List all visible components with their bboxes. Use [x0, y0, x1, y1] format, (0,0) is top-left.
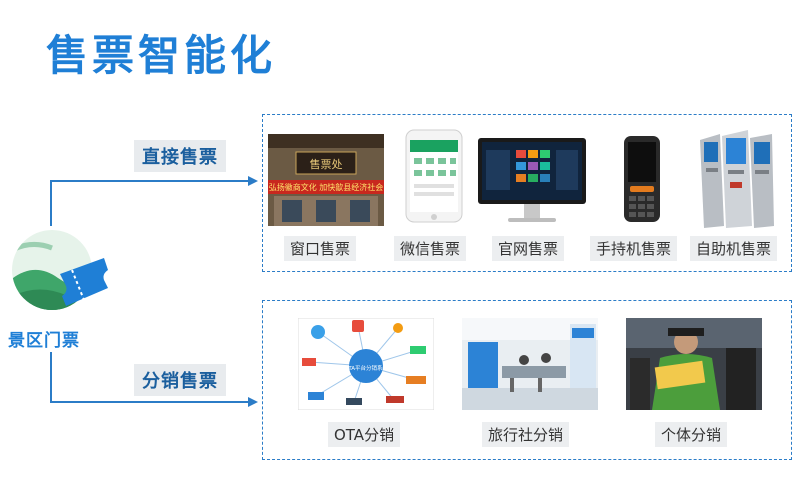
- label-travel-agency-distribution: 旅行社分销: [482, 422, 570, 447]
- wechat-phone-image: [405, 129, 463, 223]
- label-wechat-sales: 微信售票: [394, 236, 467, 261]
- channel-label-distribution: 分销售票: [134, 364, 226, 396]
- connector-horizontal-top: [50, 180, 248, 182]
- label-individual-distribution: 个体分销: [655, 422, 728, 447]
- distribution-group: [262, 300, 792, 460]
- label-window-sales: 窗口售票: [284, 236, 357, 261]
- label-handheld-sales: 手持机售票: [590, 236, 678, 261]
- svg-text:售票处: 售票处: [310, 157, 343, 171]
- svg-text:弘扬徽商文化 加快歙县经济社会: 弘扬徽商文化 加快歙县经济社会: [269, 182, 384, 192]
- travel-agency-image: [462, 318, 598, 410]
- handheld-terminal-image: [624, 136, 660, 222]
- label-kiosk-sales: 自助机售票: [690, 236, 778, 261]
- connector-vertical-bottom: [50, 352, 52, 402]
- center-label: 景区门票: [8, 331, 80, 351]
- website-monitor-image: [478, 138, 586, 222]
- scenic-ticket-icon: [12, 230, 108, 310]
- connector-horizontal-bottom: [50, 401, 248, 403]
- individual-seller-image: [626, 318, 762, 410]
- svg-text:OTA平台分销系统: OTA平台分销系统: [344, 364, 389, 372]
- ota-platform-image: OTA平台分销系统: [298, 318, 434, 410]
- label-ota-distribution: OTA分销: [328, 422, 401, 447]
- label-website-sales: 官网售票: [492, 236, 565, 261]
- arrow-top: [248, 176, 258, 186]
- page-title: 售票智能化: [46, 31, 277, 80]
- connector-vertical-top: [50, 180, 52, 226]
- channel-label-direct: 直接售票: [134, 140, 226, 172]
- self-service-kiosk-image: [700, 130, 774, 228]
- ticket-window-image: 售票处 弘扬徽商文化 加快歙县经济社会: [268, 134, 384, 226]
- arrow-bottom: [248, 397, 258, 407]
- direct-sales-group: [262, 114, 792, 272]
